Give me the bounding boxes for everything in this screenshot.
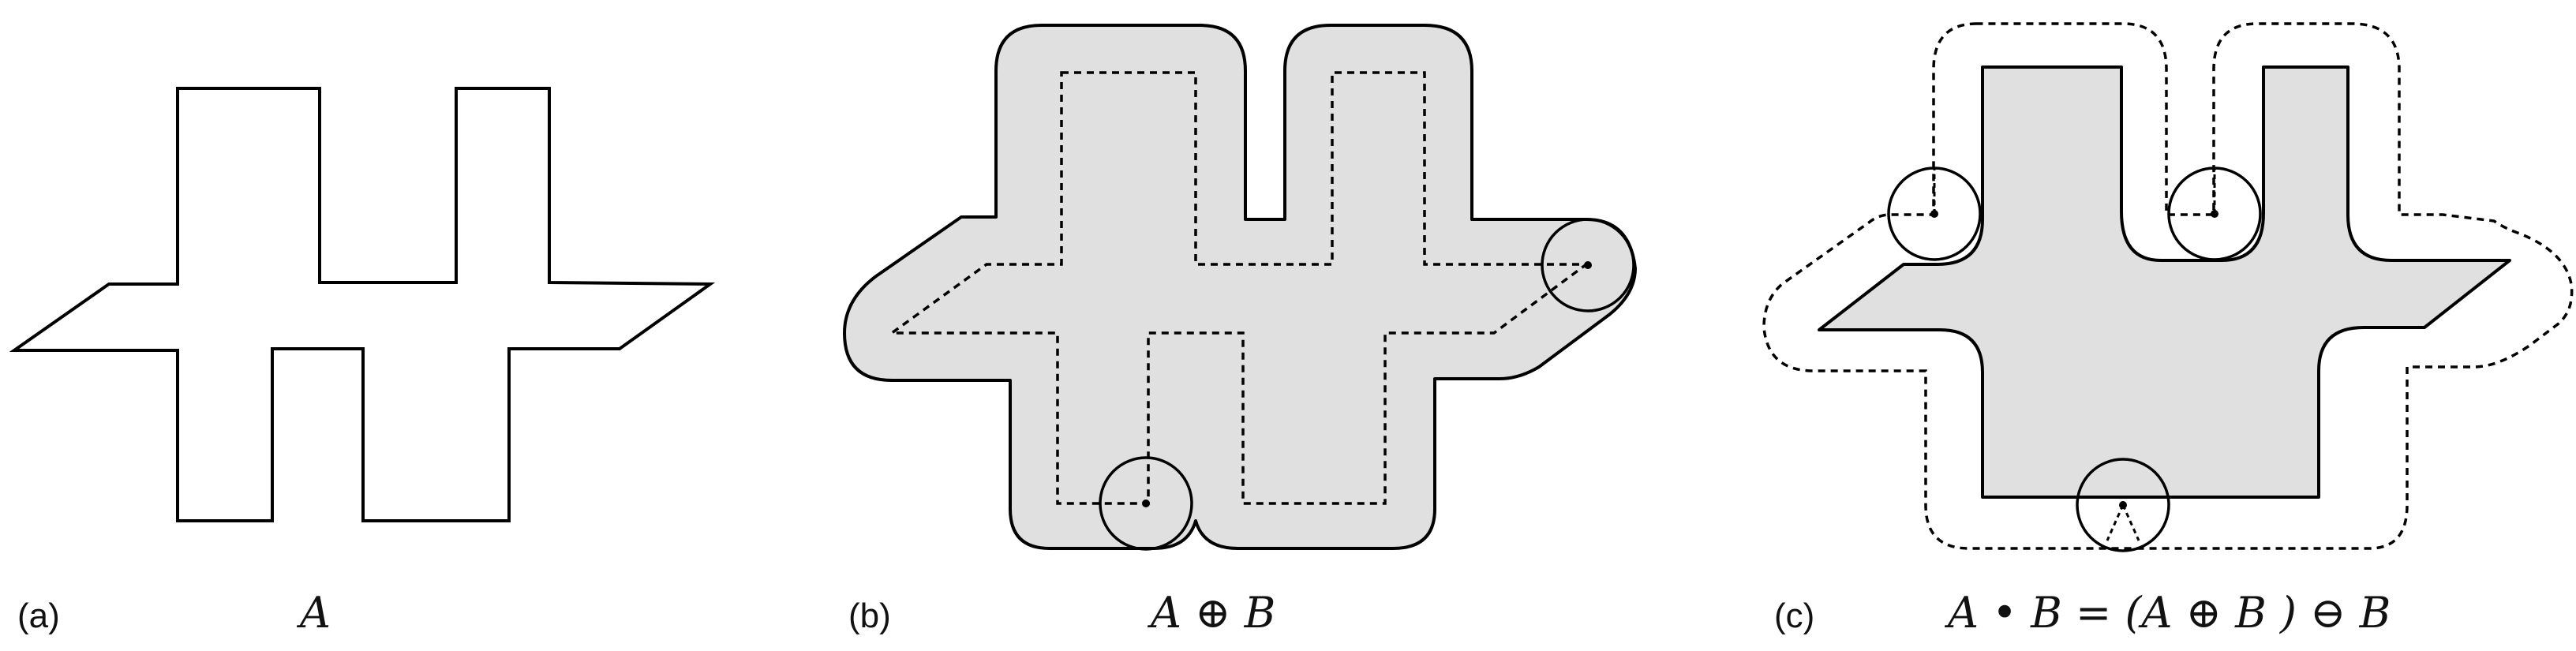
panel-a-formula: A xyxy=(296,588,331,638)
dilation-outline-dashed xyxy=(1762,22,2574,550)
structuring-element-b-bottom xyxy=(2076,458,2170,552)
panel-c: (c) A • B = (A ⊕ B ) ⊖ B xyxy=(1762,22,2574,638)
panel-c-formula: A • B = (A ⊕ B ) ⊖ B xyxy=(1944,588,2391,638)
original-shape-dashed xyxy=(887,71,1591,505)
panel-b: (b) A ⊕ B xyxy=(843,24,1637,638)
panel-b-formula: A ⊕ B xyxy=(1147,588,1275,638)
structuring-element-b-right xyxy=(1541,218,1635,312)
se-radius-lines xyxy=(2106,504,2140,541)
dilated-shape xyxy=(843,24,1637,550)
panel-c-label: (c) xyxy=(1774,597,1814,635)
se-center-dot xyxy=(1584,261,1592,269)
se-center-dot xyxy=(1142,499,1150,507)
closed-shape xyxy=(1818,65,2511,499)
structuring-element-b-bottom xyxy=(1099,456,1193,551)
panel-b-label: (b) xyxy=(848,597,891,635)
shape-a-outline xyxy=(9,87,716,522)
panel-a-label: (a) xyxy=(17,597,60,635)
panel-a: (a) A xyxy=(9,87,716,638)
